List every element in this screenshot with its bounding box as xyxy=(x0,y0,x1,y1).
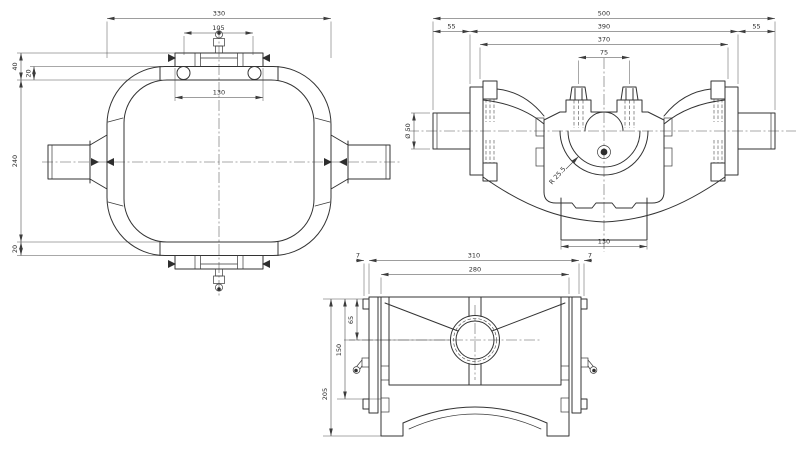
left-flange-plate xyxy=(362,296,379,414)
side-view-dimensions: 310 7 7 280 65 150 205 xyxy=(321,252,592,437)
dim-side-overall-width: 310 xyxy=(468,252,480,260)
drain-fitting xyxy=(213,268,225,292)
dim-front-stud-spacing: 75 xyxy=(600,49,608,57)
dim-side-body-width: 280 xyxy=(469,266,481,274)
dim-side-overall-height: 205 xyxy=(321,388,329,400)
dim-side-flange-height: 150 xyxy=(335,344,343,356)
lower-web xyxy=(482,176,726,223)
dim-top-tube-wall-top: 20 xyxy=(25,69,33,77)
dim-top-overall-height: 240 xyxy=(11,155,19,167)
top-flange xyxy=(159,52,279,81)
dim-side-bore-center-height: 65 xyxy=(347,316,355,324)
dim-top-bolt-spacing: 105 xyxy=(212,24,224,32)
dim-top-overall-width: 330 xyxy=(213,10,225,18)
dim-side-lip-right: 7 xyxy=(588,252,592,260)
stud-bolt-right xyxy=(620,86,639,101)
oil-plug xyxy=(597,145,611,159)
dim-front-web-span: 370 xyxy=(598,36,610,44)
left-shaft xyxy=(47,134,114,190)
grease-fitting-right xyxy=(580,357,598,374)
dim-top-tube-wall-bottom: 20 xyxy=(11,245,19,253)
left-flange xyxy=(469,80,545,182)
side-view: 310 7 7 280 65 150 205 xyxy=(321,252,598,437)
dim-front-overall-width: 500 xyxy=(598,10,610,18)
dim-top-flange-offset: 40 xyxy=(11,62,19,70)
dim-side-lip-left: 7 xyxy=(356,252,360,260)
bolt-hole-left xyxy=(176,66,191,80)
top-view-dimensions: 330 105 130 40 20 240 20 xyxy=(11,10,332,256)
dim-front-shaft-left: 55 xyxy=(447,23,455,31)
differential-housing xyxy=(535,86,673,241)
grease-fitting-left xyxy=(352,357,370,374)
right-flange xyxy=(663,80,739,182)
dim-top-flange-width: 130 xyxy=(213,89,225,97)
dim-front-shaft-diameter: Ø 50 xyxy=(404,123,412,138)
front-view: 500 55 390 55 370 75 Ø 50 R 25.5 130 xyxy=(404,10,796,252)
housing-body xyxy=(377,296,573,437)
top-view: 330 105 130 40 20 240 20 xyxy=(11,10,400,296)
dim-front-base-width: 130 xyxy=(598,238,610,246)
front-view-dimensions: 500 55 390 55 370 75 Ø 50 R 25.5 130 xyxy=(404,10,776,250)
right-shaft xyxy=(324,134,391,190)
right-flange-plate xyxy=(571,296,588,414)
dim-front-shaft-right: 55 xyxy=(752,23,760,31)
dim-front-bore-radius: R 25.5 xyxy=(547,165,567,186)
housing-base xyxy=(560,197,648,241)
dim-front-flange-to-flange: 390 xyxy=(598,23,610,31)
stud-bolt-left xyxy=(569,86,588,101)
bolt-hole-right xyxy=(247,66,262,80)
